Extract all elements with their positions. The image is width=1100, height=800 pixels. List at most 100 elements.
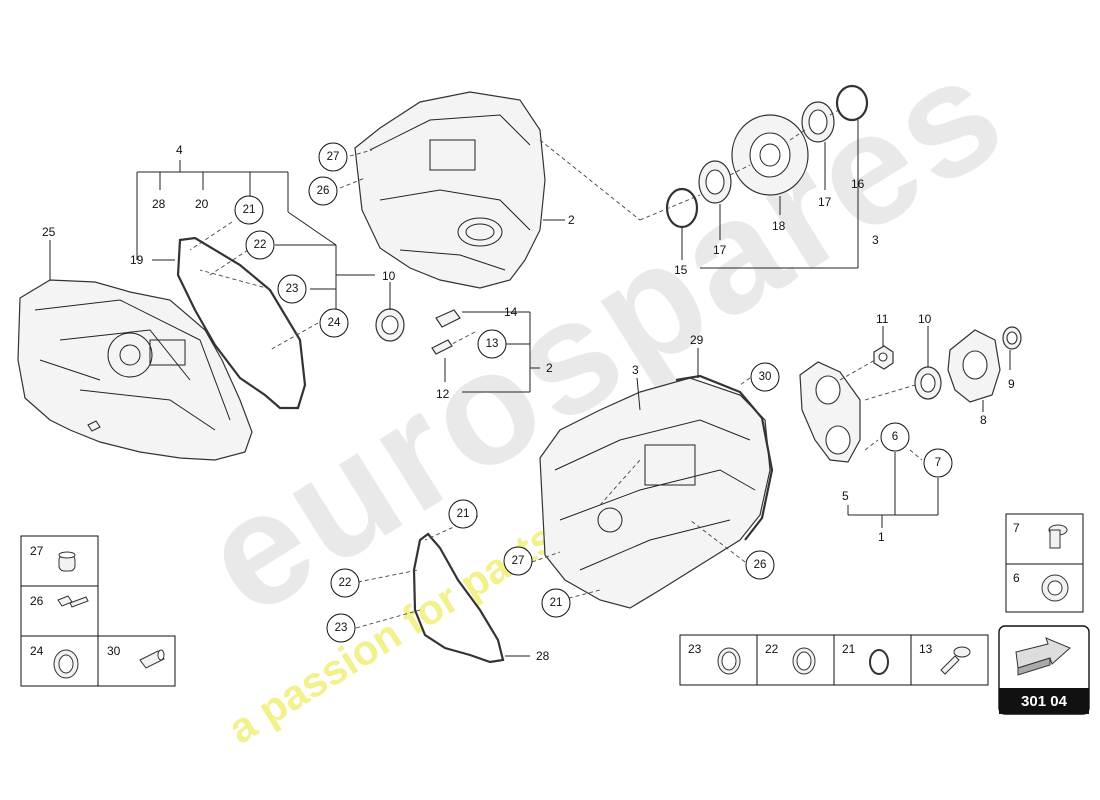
nut-11[interactable] (873, 345, 894, 370)
callout-22-bottom[interactable]: 22 (330, 568, 360, 598)
pin-12[interactable] (431, 339, 453, 355)
legend-item-7[interactable]: 7 (1013, 521, 1068, 549)
label-12: 12 (436, 387, 450, 401)
gasket-19[interactable] (176, 236, 307, 410)
ring-16[interactable] (835, 84, 869, 122)
legend-item-24[interactable]: 24 (30, 644, 79, 679)
flange-8[interactable] (947, 329, 1001, 403)
callout-7[interactable]: 7 (923, 448, 953, 478)
svg-text:26: 26 (30, 594, 44, 608)
label-29: 29 (690, 333, 704, 347)
label-10-left: 10 (382, 269, 396, 283)
legend-item-22[interactable]: 22 (765, 642, 816, 675)
bearing-17-lower[interactable] (698, 160, 732, 204)
label-4: 4 (176, 143, 183, 157)
bolt-icon (1048, 524, 1068, 549)
sleeve-icon (58, 551, 76, 572)
label-28-bottom: 28 (536, 649, 550, 663)
legend-item-6[interactable]: 6 (1013, 571, 1069, 602)
housing-3[interactable] (539, 374, 774, 609)
callout-26-top[interactable]: 26 (308, 176, 338, 206)
label-10-right: 10 (918, 312, 932, 326)
bearing-flange-18[interactable] (731, 114, 809, 196)
svg-text:21: 21 (457, 508, 470, 520)
svg-text:22: 22 (765, 642, 779, 656)
label-3-upper: 3 (872, 233, 879, 247)
svg-text:13: 13 (919, 642, 933, 656)
callout-13[interactable]: 13 (477, 329, 507, 359)
seal-10-left[interactable] (375, 308, 405, 342)
label-2-lower: 2 (546, 361, 553, 375)
sleeve-14[interactable] (435, 309, 461, 328)
callout-30[interactable]: 30 (750, 362, 780, 392)
gasket-28[interactable] (412, 532, 505, 664)
seal-10-right[interactable] (914, 366, 942, 400)
label-8: 8 (980, 413, 987, 427)
o-ring-icon (869, 649, 889, 675)
legend-item-27[interactable]: 27 (30, 544, 76, 572)
legend-item-21[interactable]: 21 (842, 642, 889, 675)
label-18: 18 (772, 219, 786, 233)
svg-text:23: 23 (335, 622, 348, 634)
svg-text:27: 27 (512, 555, 525, 567)
svg-text:24: 24 (328, 317, 341, 329)
legend-item-13[interactable]: 13 (919, 642, 971, 675)
housing-2-upper[interactable] (354, 91, 546, 289)
callout-22-left[interactable]: 22 (245, 230, 275, 260)
callout-27-top[interactable]: 27 (318, 142, 348, 172)
label-11: 11 (876, 312, 889, 326)
page-reference[interactable]: 301 04 (998, 625, 1090, 715)
callout-24-left[interactable]: 24 (319, 308, 349, 338)
svg-text:23: 23 (688, 642, 702, 656)
arrow-icon (1015, 637, 1071, 676)
housing-25[interactable] (17, 279, 253, 461)
svg-text:7: 7 (1013, 521, 1020, 535)
callout-6[interactable]: 6 (880, 422, 910, 452)
svg-text:23: 23 (286, 283, 299, 295)
callout-circles: 27 26 21 22 23 24 13 30 21 27 22 23 21 2… (234, 142, 953, 643)
callout-21-left[interactable]: 21 (234, 195, 264, 225)
label-17-lower: 17 (713, 243, 727, 257)
seal-9[interactable] (1002, 326, 1022, 350)
callout-27-mid[interactable]: 27 (503, 546, 533, 576)
legend-item-23[interactable]: 23 (688, 642, 741, 675)
washer-icon (1041, 574, 1069, 602)
svg-text:7: 7 (935, 457, 941, 469)
legend-bottom: 23 22 21 13 (679, 634, 989, 686)
bearing-17-upper[interactable] (801, 101, 835, 143)
svg-text:30: 30 (107, 644, 121, 658)
svg-text:13: 13 (486, 338, 499, 350)
label-25: 25 (42, 225, 56, 239)
callout-21-bottom[interactable]: 21 (541, 588, 571, 618)
svg-text:27: 27 (30, 544, 44, 558)
svg-text:22: 22 (339, 577, 352, 589)
plate-5[interactable] (799, 361, 861, 463)
label-20: 20 (195, 197, 209, 211)
callout-23-left[interactable]: 23 (277, 274, 307, 304)
svg-text:26: 26 (754, 559, 767, 571)
callout-23-bottom[interactable]: 23 (326, 613, 356, 643)
svg-text:26: 26 (317, 185, 330, 197)
svg-text:21: 21 (550, 597, 563, 609)
legend-item-26[interactable]: 26 (30, 594, 89, 608)
label-2-upper: 2 (568, 213, 575, 227)
seal-ring-icon (717, 647, 741, 675)
label-9: 9 (1008, 377, 1015, 391)
label-16: 16 (851, 177, 865, 191)
svg-text:21: 21 (243, 204, 256, 216)
svg-text:6: 6 (892, 431, 898, 443)
callout-21-mid[interactable]: 21 (448, 499, 478, 529)
part-number-labels: 4 28 20 25 19 10 2 14 2 12 15 17 18 17 1… (42, 143, 1015, 663)
label-3-lower: 3 (632, 363, 639, 377)
dowel-pin-icon (139, 649, 165, 669)
label-17-upper: 17 (818, 195, 832, 209)
seal-ring-icon (792, 647, 816, 675)
legend-item-30[interactable]: 30 (107, 644, 165, 669)
callout-26-bottom[interactable]: 26 (745, 550, 775, 580)
label-15: 15 (674, 263, 688, 277)
ring-15[interactable] (665, 187, 699, 229)
svg-text:30: 30 (759, 371, 772, 383)
legend-left: 27 26 24 30 (20, 535, 176, 687)
label-5: 5 (842, 489, 849, 503)
